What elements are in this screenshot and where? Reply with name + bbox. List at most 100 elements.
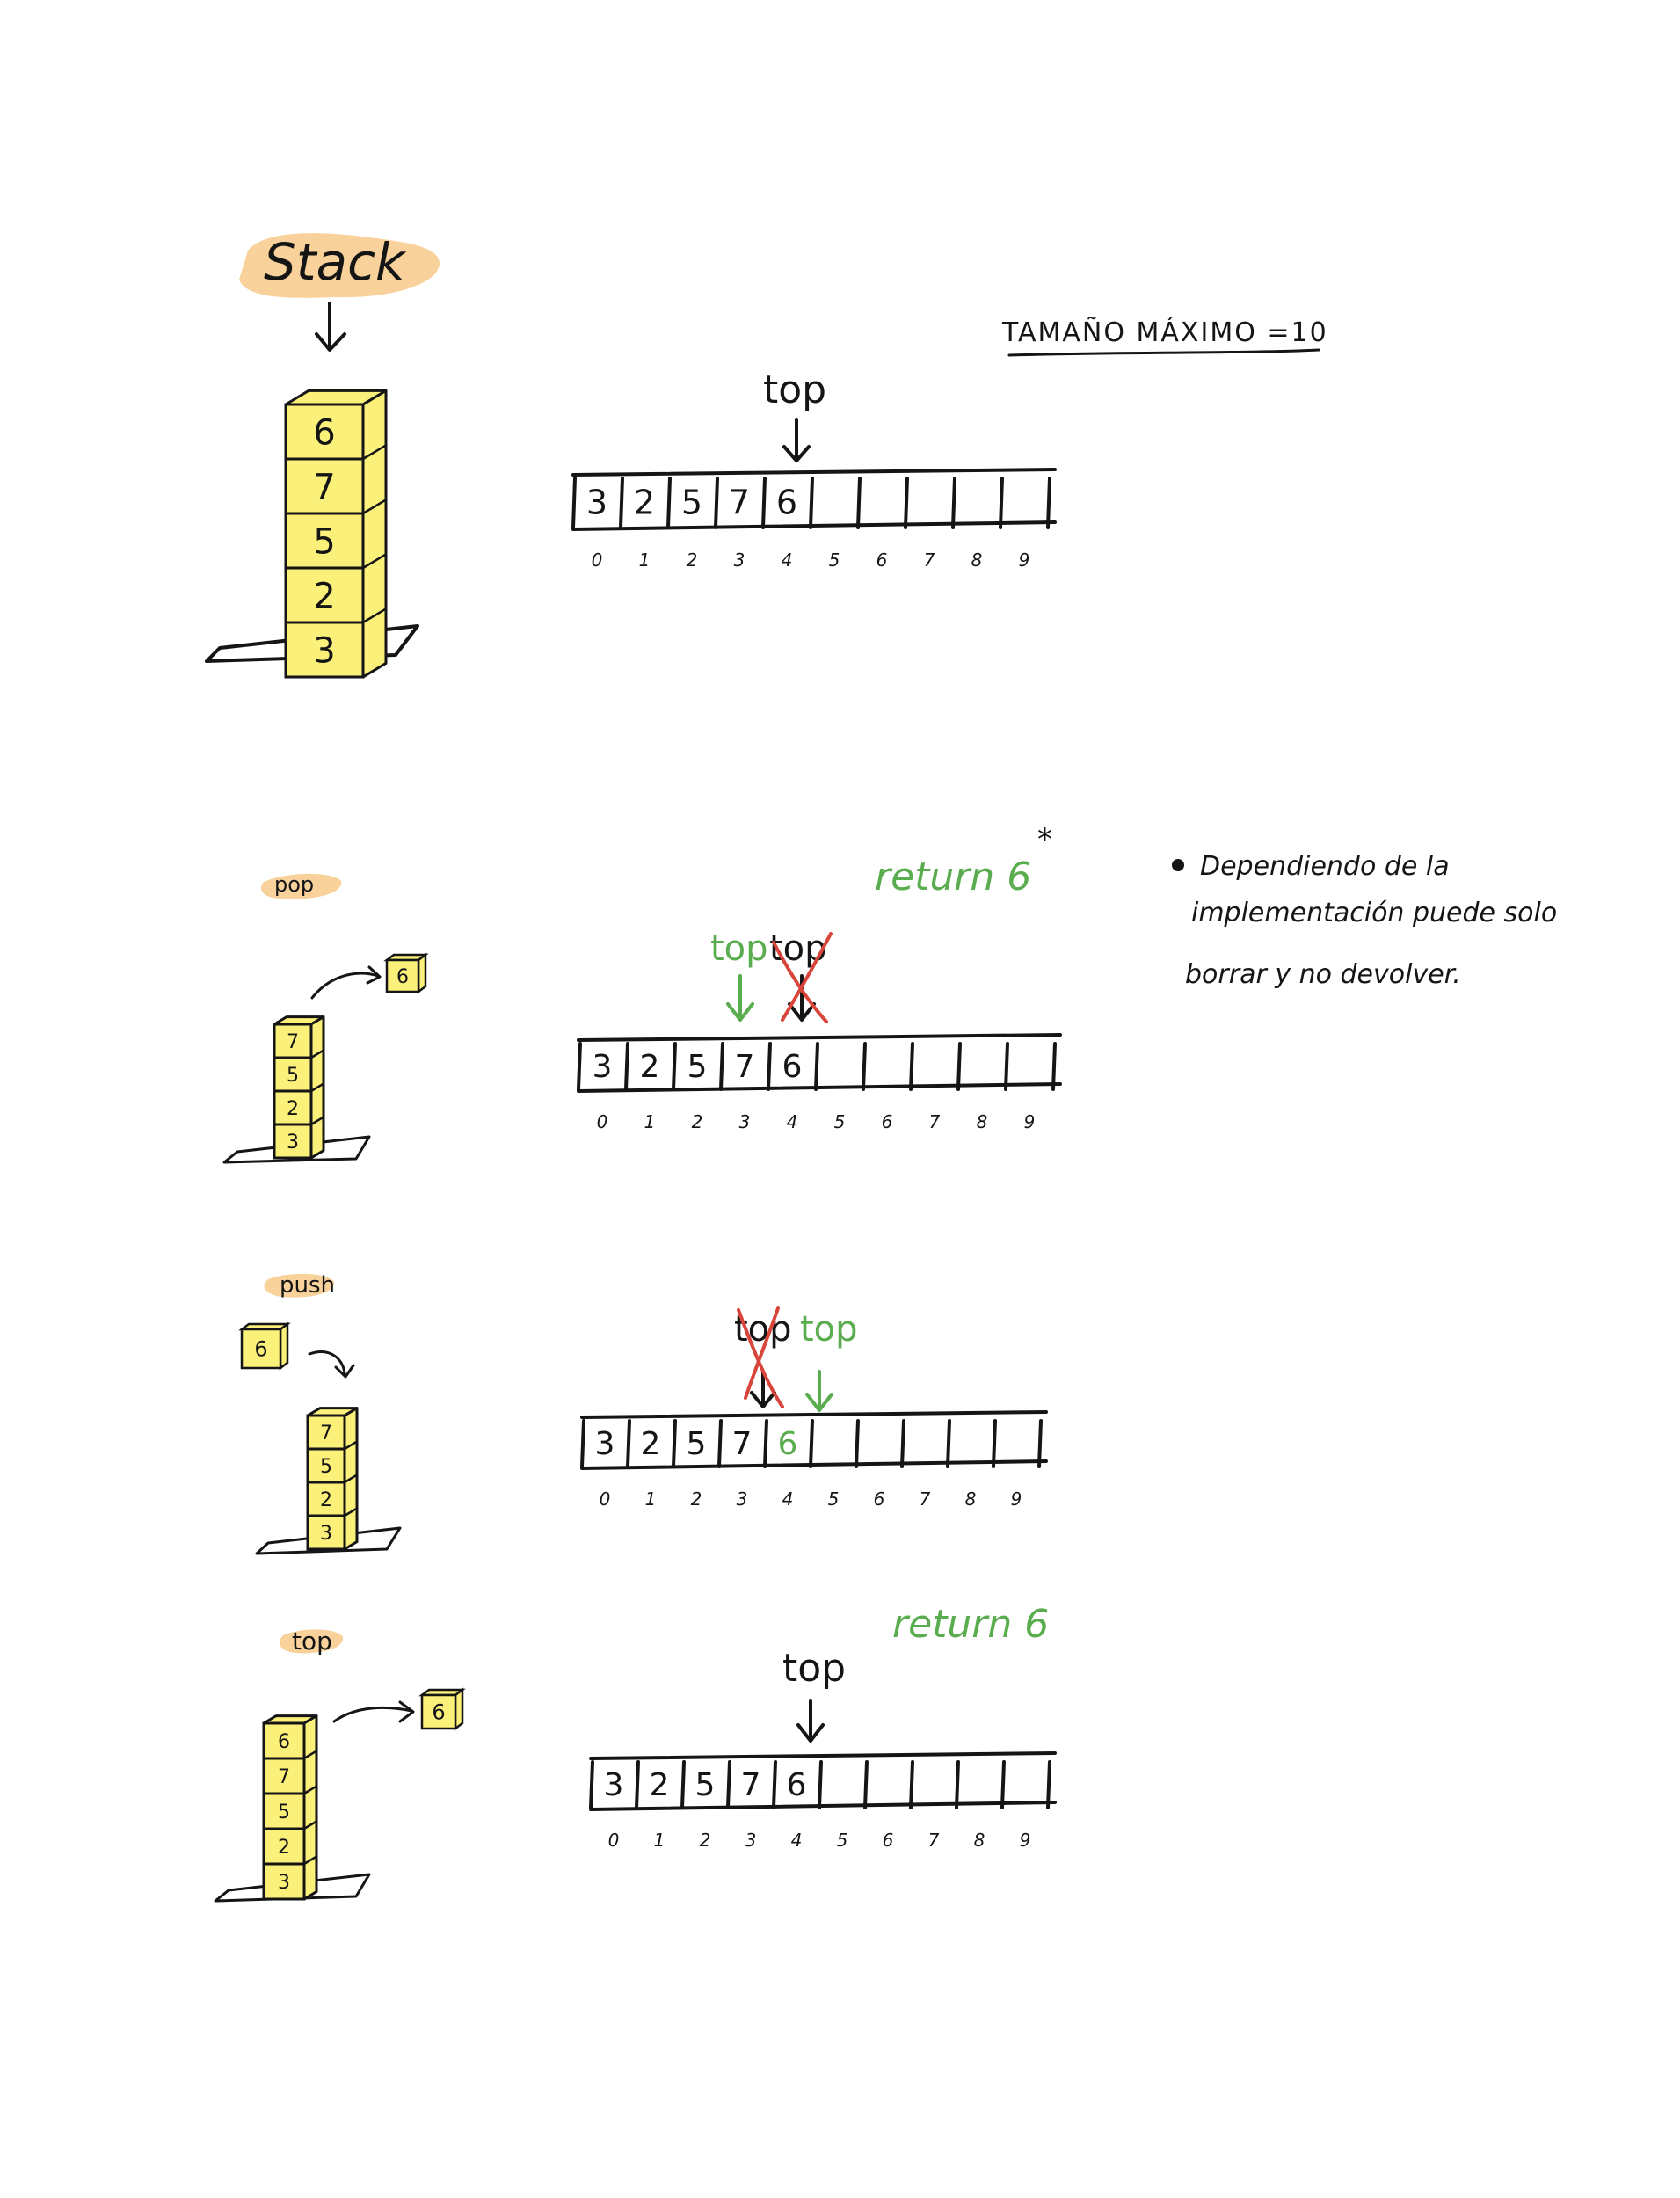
array-divider [577, 1042, 582, 1091]
pop-result: return 6 [875, 855, 1031, 899]
array-divider [672, 1042, 677, 1091]
stack-block-value: 2 [287, 1098, 299, 1120]
array-divider [666, 477, 672, 529]
stack-block [273, 1089, 313, 1126]
pop-remove-arrow [310, 965, 382, 1000]
stack-block-value: 2 [320, 1489, 332, 1511]
array-bottom-edge [571, 520, 1057, 531]
stack-block [284, 621, 365, 679]
max-size-underline [1007, 348, 1320, 357]
array-divider [672, 1419, 677, 1468]
stack-block-value: 5 [320, 1456, 332, 1478]
array-divider [1051, 1042, 1057, 1091]
array-divider [809, 477, 814, 529]
array-top-edge [577, 1033, 1062, 1042]
stack-block [284, 457, 365, 515]
array-divider [767, 1042, 772, 1091]
stack-block-value: 5 [313, 521, 335, 562]
array-index-label: 5 [828, 1488, 840, 1510]
max-size-note-group: TAMAÑO MÁXIMO =10 [1001, 317, 1327, 357]
pop-label-highlight [260, 873, 342, 899]
array-cell-value: 2 [650, 1767, 670, 1803]
array-index-label: 1 [639, 550, 651, 571]
stack-block-value: 5 [278, 1801, 290, 1823]
array-cell-value: 3 [595, 1426, 615, 1462]
stack-block-value: 6 [278, 1731, 290, 1753]
array-divider [571, 477, 577, 529]
array-divider [863, 1760, 869, 1809]
block-side-face [302, 1714, 318, 1901]
stack-block [262, 1862, 306, 1901]
array-cell-value: 7 [735, 1049, 755, 1085]
array-divider [580, 1419, 585, 1468]
block-edge [362, 444, 387, 461]
title-down-arrow [315, 302, 346, 352]
block-edge [303, 1890, 317, 1901]
page-title: Stack [264, 232, 407, 292]
array-divider [951, 477, 956, 529]
stack-block-value: 5 [287, 1065, 299, 1087]
block-side-face [361, 389, 388, 679]
stack-block [262, 1827, 306, 1866]
array-bottom-edge [589, 1801, 1057, 1811]
array-index-label: 0 [597, 1111, 608, 1132]
block-edge [362, 662, 387, 679]
array-cell-value: 7 [729, 484, 750, 522]
note-line3: borrar y no devolver. [1185, 959, 1461, 990]
array-index-label: 2 [687, 550, 698, 571]
stack-block-value: 2 [313, 576, 335, 616]
array-divider [763, 1419, 768, 1468]
block-edge [344, 1474, 358, 1484]
pop-label: pop [274, 872, 314, 897]
array-index-label: 6 [882, 1111, 893, 1132]
array-divider [809, 1419, 814, 1468]
note-group: Dependiendo de la implementación puede s… [1172, 851, 1557, 990]
push-new-top-label: top [800, 1309, 858, 1350]
array-cell-value: 6 [778, 1426, 798, 1462]
array-bottom-edge [577, 1082, 1062, 1093]
array-divider [1004, 1042, 1009, 1091]
pop-result-asterisk: * [1037, 822, 1052, 857]
loose-block-value: 6 [254, 1337, 267, 1362]
stack-block [273, 1023, 313, 1059]
array-cell-value: 2 [634, 484, 655, 522]
array-cell-value: 7 [732, 1426, 753, 1462]
array-index-label: 7 [928, 1830, 940, 1851]
stack-block [284, 403, 365, 461]
array-cell-value: 3 [593, 1049, 613, 1085]
array-cell-value: 6 [782, 1049, 803, 1085]
array-divider [909, 1042, 914, 1091]
block-edge [344, 1440, 358, 1451]
array-top-edge [589, 1751, 1057, 1760]
array-index-label: 8 [977, 1111, 988, 1132]
top-op-label: top [292, 1627, 332, 1656]
block-edge [344, 1507, 358, 1517]
array-cell-value: 6 [776, 484, 797, 522]
array-index-label: 0 [592, 550, 603, 571]
block-edge [362, 553, 387, 570]
pop-old-top-arrow [788, 974, 816, 1022]
push-added-block: 6 [238, 1321, 291, 1371]
pop-removed-block: 6 [383, 952, 429, 994]
array-index-label: 6 [883, 1830, 894, 1851]
array-divider [1046, 1760, 1051, 1809]
loose-block [240, 1328, 282, 1370]
array-index-label: 8 [965, 1488, 977, 1510]
array-divider [1037, 1419, 1043, 1468]
array-divider [626, 1419, 631, 1468]
array-divider [1000, 1760, 1006, 1809]
array-index-label: 8 [974, 1830, 985, 1851]
array-index-label: 6 [874, 1488, 885, 1510]
array-divider [955, 1760, 960, 1809]
top-pointer-arrow [796, 1699, 825, 1743]
array-cell-value: 3 [604, 1767, 624, 1803]
array-divider [904, 477, 909, 529]
